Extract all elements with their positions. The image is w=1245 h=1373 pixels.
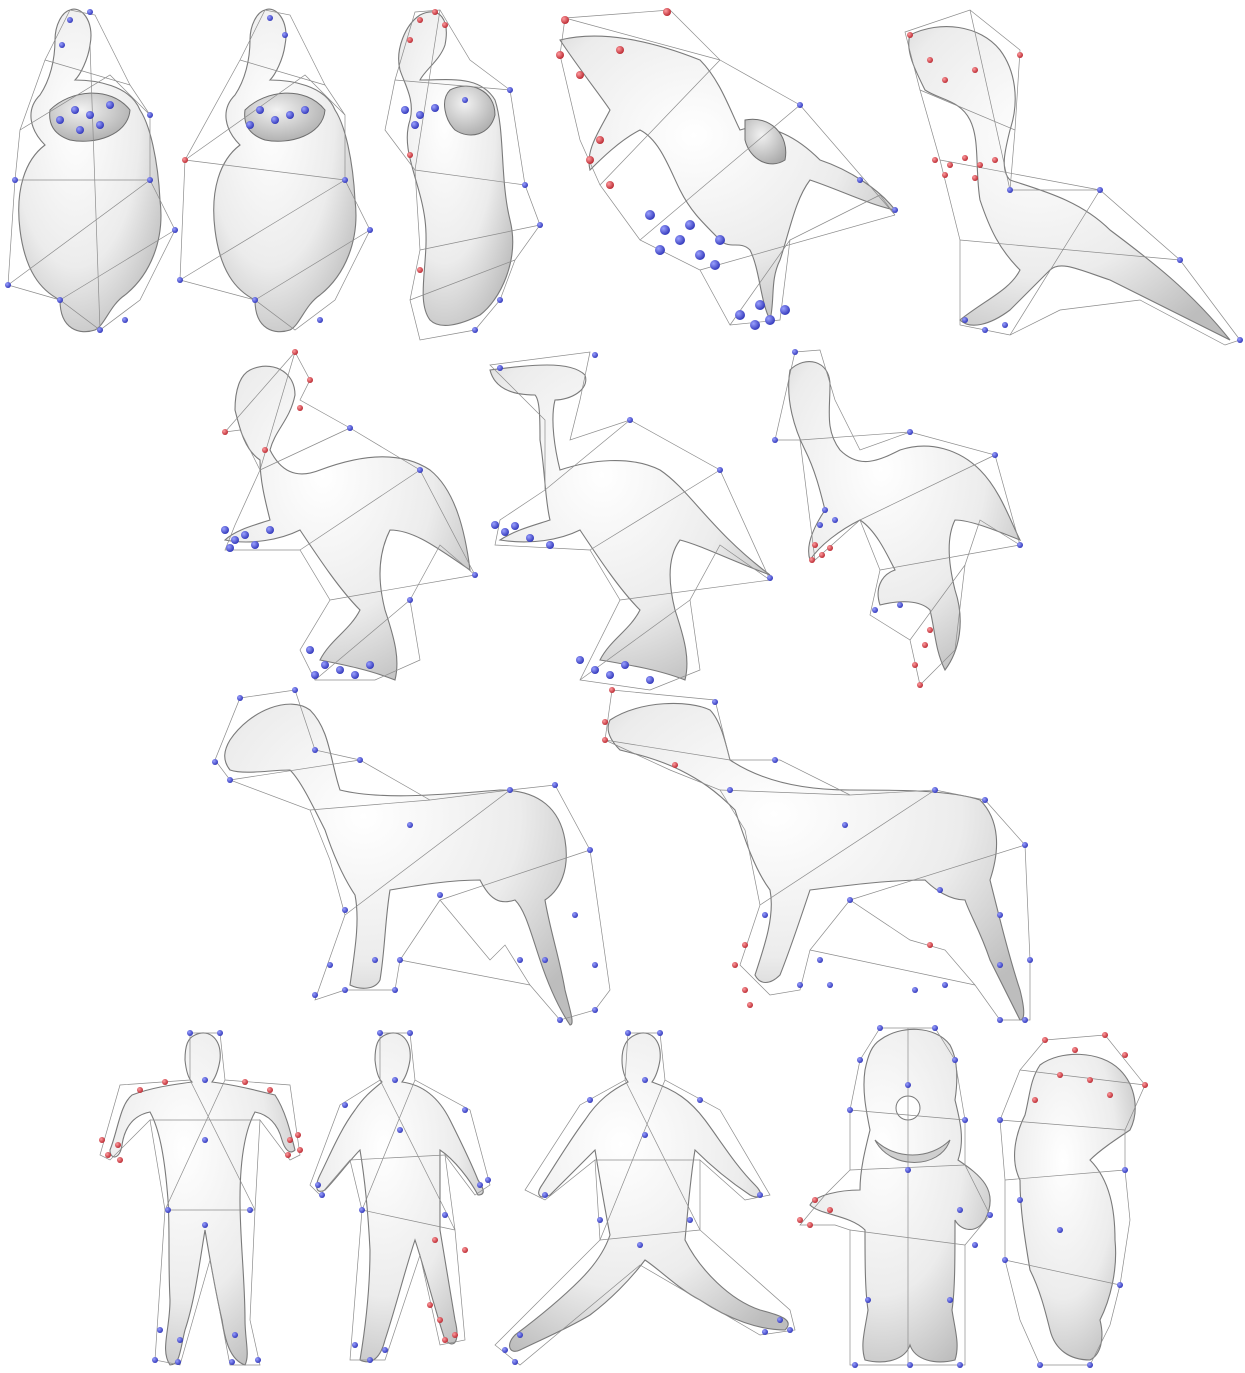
row-kangaroo xyxy=(221,349,1023,690)
kangaroo-long-neck-model xyxy=(490,352,770,690)
row-armadillo-dinosaur xyxy=(5,8,1243,345)
row-human xyxy=(99,1025,1148,1368)
armadillo-front-model xyxy=(8,9,175,332)
horse-rest-model xyxy=(215,690,610,1025)
kangaroo-rest-model xyxy=(225,352,475,680)
human-arms-raised-model xyxy=(100,1033,300,1365)
armadillo-front-2-model xyxy=(180,9,370,332)
trex-rearing-model xyxy=(905,10,1240,345)
human-leg-bent-model xyxy=(310,1033,490,1362)
homer-front-model xyxy=(800,1028,990,1365)
horse-deformed-model xyxy=(605,690,1030,1020)
armadillo-side-model xyxy=(385,10,540,340)
row-horse xyxy=(212,687,1033,1025)
trex-deformed-model xyxy=(560,10,895,325)
kangaroo-bent-model xyxy=(775,350,1020,685)
